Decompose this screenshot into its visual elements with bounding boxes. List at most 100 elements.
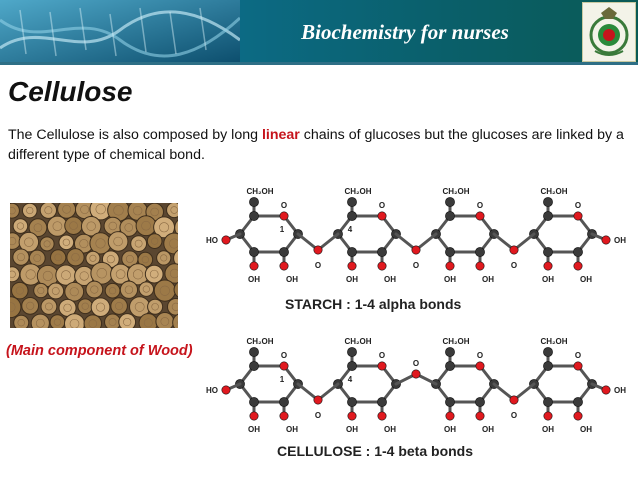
oxygen-atom: [475, 211, 485, 221]
ring-oxygen-label: O: [281, 201, 287, 210]
wood-logs-image: [10, 203, 178, 328]
oh-label: OH: [444, 425, 456, 434]
body-text-part-2: chains of glucoses but the glucoses are …: [8, 127, 624, 163]
oxygen-atom: [279, 211, 289, 221]
starch-bond-label: STARCH : 1-4 alpha bonds: [285, 296, 462, 312]
oxygen-atom: [279, 261, 289, 271]
carbon-atom: [445, 247, 455, 257]
oxygen-label: O: [511, 411, 517, 420]
cellulose-bond-label: CELLULOSE : 1-4 beta bonds: [277, 443, 474, 459]
ring-oxygen-label: O: [575, 201, 581, 210]
oxygen-atom: [475, 361, 485, 371]
oh-label: OH: [248, 425, 260, 434]
oxygen-atom: [573, 411, 583, 421]
ho-label: HO: [206, 386, 218, 395]
carbon-atom: [543, 347, 553, 357]
oxygen-label: O: [511, 261, 517, 270]
oh-label: OH: [286, 425, 298, 434]
university-logo: [582, 2, 636, 62]
carbon-atom: [249, 197, 259, 207]
oh-label: OH: [346, 275, 358, 284]
oxygen-label: O: [315, 261, 321, 270]
oxygen-atom: [313, 245, 323, 255]
oxygen-atom: [221, 235, 231, 245]
oh-label: OH: [482, 275, 494, 284]
ring-oxygen-label: O: [575, 351, 581, 360]
carbon-atom: [475, 397, 485, 407]
slide-body-text: The Cellulose is also composed by long l…: [8, 125, 633, 165]
carbon-atom: [347, 361, 357, 371]
oh-label: OH: [614, 386, 626, 395]
oxygen-atom: [313, 395, 323, 405]
carbon-atom: [347, 347, 357, 357]
ch2oh-label: CH₂OH: [246, 187, 273, 196]
oxygen-atom: [377, 361, 387, 371]
oxygen-atom: [475, 261, 485, 271]
carbon-atom: [573, 247, 583, 257]
oxygen-atom: [509, 245, 519, 255]
oxygen-atom: [573, 261, 583, 271]
carbon-atom: [543, 397, 553, 407]
body-text-part-1: The Cellulose is also composed by long: [8, 127, 262, 143]
carbon-atom: [279, 397, 289, 407]
ho-label: HO: [206, 236, 218, 245]
carbon-atom: [347, 197, 357, 207]
ring-oxygen-label: O: [477, 351, 483, 360]
ring-oxygen-label: O: [281, 351, 287, 360]
dna-banner-image: [0, 0, 240, 62]
ch2oh-label: CH₂OH: [344, 187, 371, 196]
carbon-atom: [249, 397, 259, 407]
oxygen-atom: [221, 385, 231, 395]
oh-label: OH: [346, 425, 358, 434]
carbon-atom: [543, 197, 553, 207]
ch2oh-label: CH₂OH: [442, 337, 469, 346]
oxygen-atom: [347, 261, 357, 271]
oxygen-atom: [411, 369, 421, 379]
oxygen-atom: [411, 245, 421, 255]
carbon-atom: [445, 361, 455, 371]
oh-label: OH: [248, 275, 260, 284]
oxygen-atom: [445, 411, 455, 421]
oxygen-atom: [377, 211, 387, 221]
course-title: Biochemistry for nurses: [301, 20, 509, 44]
oxygen-atom: [249, 261, 259, 271]
carbon-atom: [475, 247, 485, 257]
oxygen-atom: [573, 211, 583, 221]
oxygen-atom: [509, 395, 519, 405]
ch2oh-label: CH₂OH: [540, 337, 567, 346]
oxygen-atom: [543, 261, 553, 271]
slide-header: Biochemistry for nurses: [0, 0, 638, 62]
carbon-atom: [249, 211, 259, 221]
ch2oh-label: CH₂OH: [442, 187, 469, 196]
carbon-atom: [279, 247, 289, 257]
ring-oxygen-label: O: [379, 201, 385, 210]
carbon-atom: [377, 397, 387, 407]
oh-label: OH: [384, 275, 396, 284]
carbon-4-label: 4: [348, 225, 353, 234]
carbon-atom: [445, 397, 455, 407]
carbon-atom: [543, 211, 553, 221]
ring-oxygen-label: O: [379, 351, 385, 360]
carbon-atom: [445, 347, 455, 357]
oxygen-atom: [279, 411, 289, 421]
oxygen-atom: [377, 261, 387, 271]
oxygen-atom: [601, 235, 611, 245]
carbon-atom: [347, 247, 357, 257]
carbon-atom: [347, 397, 357, 407]
oh-label: OH: [286, 275, 298, 284]
carbon-1-label: 1: [280, 375, 285, 384]
carbon-atom: [347, 211, 357, 221]
oxygen-label: O: [413, 359, 419, 368]
oh-label: OH: [444, 275, 456, 284]
oxygen-atom: [601, 385, 611, 395]
oxygen-atom: [445, 261, 455, 271]
oh-label: OH: [542, 275, 554, 284]
header-divider: [0, 62, 638, 65]
wood-caption: (Main component of Wood): [6, 343, 193, 359]
oxygen-atom: [249, 411, 259, 421]
carbon-atom: [249, 347, 259, 357]
oxygen-atom: [347, 411, 357, 421]
oh-label: OH: [580, 425, 592, 434]
